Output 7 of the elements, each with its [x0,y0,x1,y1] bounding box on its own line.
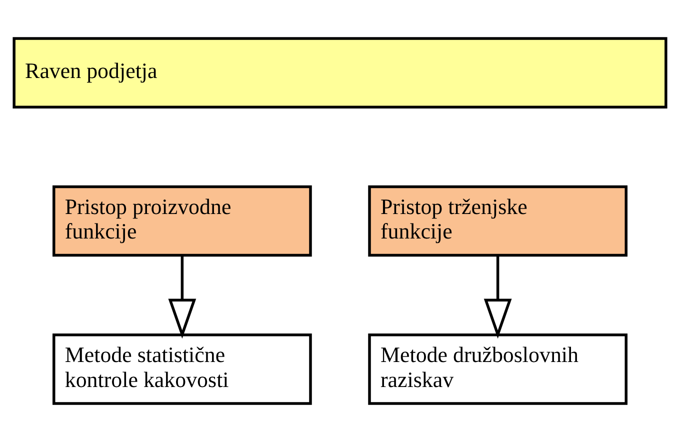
node-box: Raven podjetja [12,37,668,108]
arrow [168,255,196,339]
node-box: Metode statistične kontrole kakovosti [52,334,312,405]
node-box: Pristop proizvodne funkcije [52,185,312,257]
arrow [484,255,512,339]
node-box: Metode družboslovnih raziskav [368,334,628,405]
node-box: Pristop trženjske funkcije [368,185,628,257]
